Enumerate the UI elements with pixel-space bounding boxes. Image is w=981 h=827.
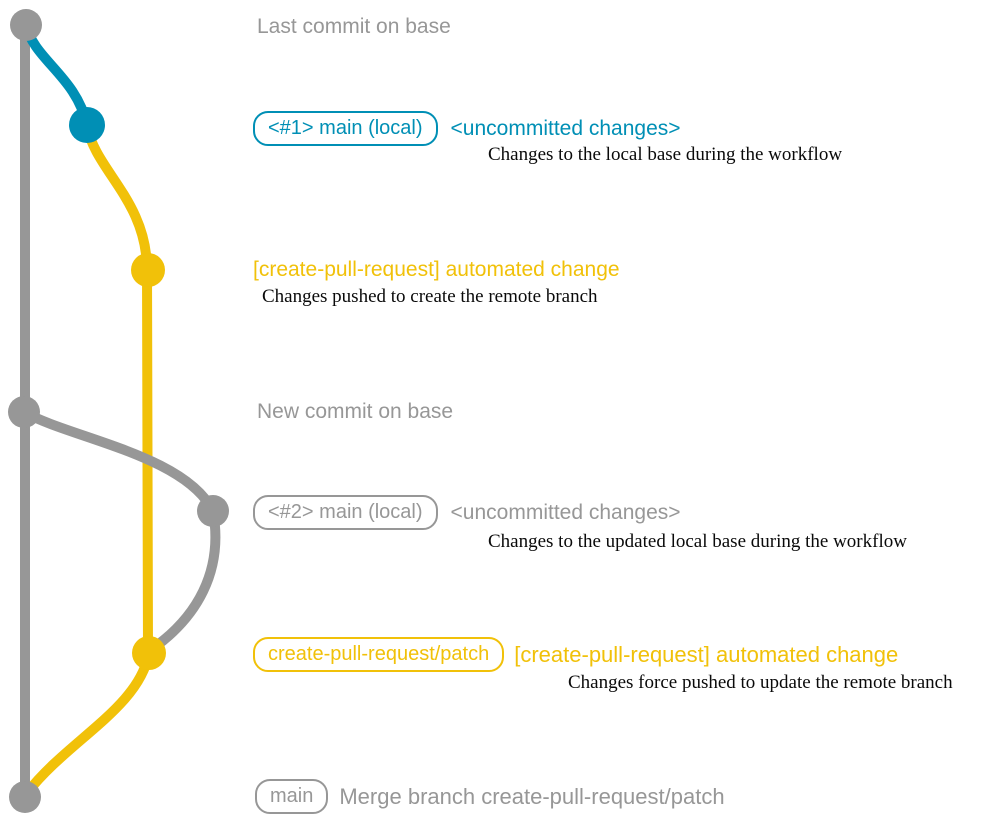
commit-title-automated-1: [create-pull-request] automated change bbox=[253, 258, 620, 281]
branch-label-create-pull-request-patch: create-pull-request/patch bbox=[253, 637, 505, 672]
merge-curve-to-base bbox=[22, 648, 154, 798]
commit-desc-uncommitted-1: Changes to the local base during the wor… bbox=[488, 144, 843, 165]
branch-label-main: main bbox=[255, 779, 329, 814]
note-last-commit-on-base: Last commit on base bbox=[257, 15, 451, 38]
commit-desc-automated-1: Changes pushed to create the remote bran… bbox=[262, 286, 598, 307]
section-automated-2: create-pull-request/patch [create-pull-r… bbox=[253, 637, 898, 672]
note-new-commit-on-base: New commit on base bbox=[257, 400, 454, 423]
branch-label-main-local-2: <#2> main (local) bbox=[253, 495, 438, 530]
commit-title-merge: Merge branch create-pull-request/patch bbox=[339, 783, 725, 809]
commit-title-uncommitted-1: <uncommitted changes> bbox=[450, 116, 681, 140]
rebase-curve-to-remote bbox=[147, 506, 221, 654]
commit-desc-uncommitted-2: Changes to the updated local base during… bbox=[488, 531, 907, 552]
branch-label-main-local-1: <#1> main (local) bbox=[253, 111, 438, 146]
commit-desc-automated-2: Changes force pushed to update the remot… bbox=[568, 672, 953, 693]
section-merge: main Merge branch create-pull-request/pa… bbox=[255, 779, 725, 814]
commit-dot-base-new bbox=[8, 396, 40, 428]
section-automated-1: [create-pull-request] automated change bbox=[253, 258, 620, 282]
commit-dot-base-last bbox=[10, 9, 42, 41]
commit-dot-main-local-2 bbox=[197, 495, 229, 527]
base-update-curve bbox=[19, 407, 218, 516]
commit-dot-main-local-1 bbox=[69, 107, 105, 143]
commit-title-uncommitted-2: <uncommitted changes> bbox=[450, 500, 681, 524]
git-graph bbox=[8, 9, 229, 813]
section-main-local-2: <#2> main (local) <uncommitted changes> bbox=[253, 495, 681, 530]
commit-dot-merge bbox=[9, 781, 41, 813]
section-main-local-1: <#1> main (local) <uncommitted changes> bbox=[253, 111, 681, 146]
commit-dot-remote-1 bbox=[131, 253, 165, 287]
branch-curve-to-remote bbox=[82, 121, 152, 273]
commit-dot-remote-2 bbox=[132, 636, 166, 670]
commit-title-automated-2: [create-pull-request] automated change bbox=[514, 641, 899, 667]
